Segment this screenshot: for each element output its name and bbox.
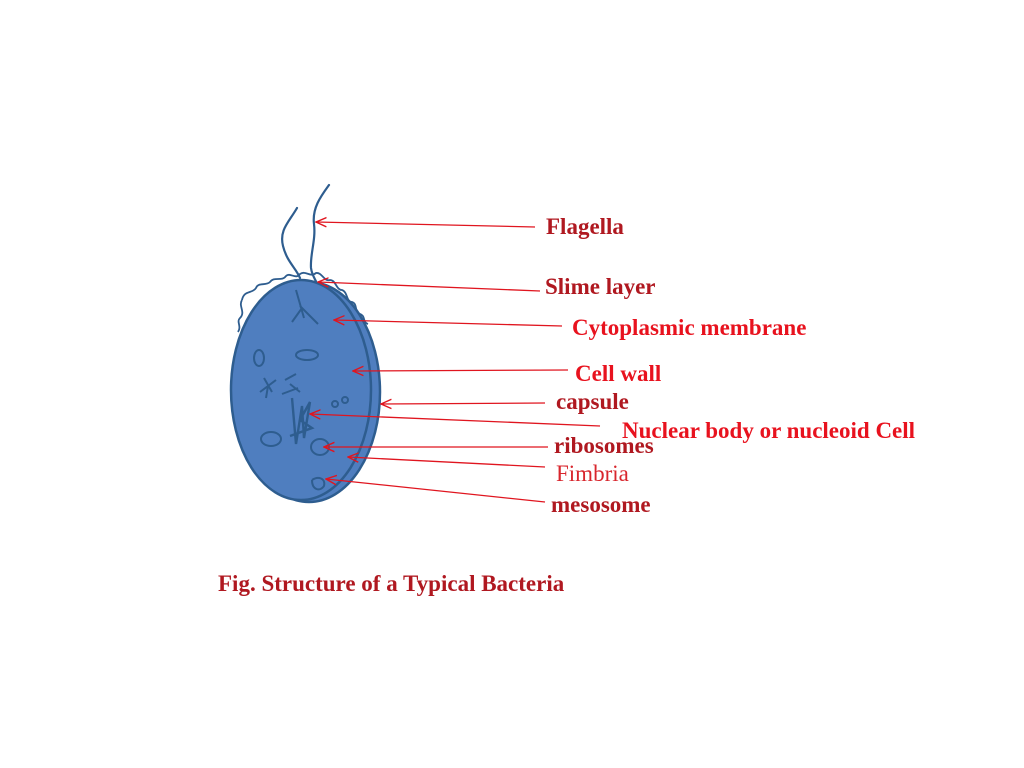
cytoplasm-drawing bbox=[229, 278, 373, 502]
pointer-lines bbox=[310, 222, 601, 503]
pointer-capsule bbox=[381, 403, 546, 404]
nucleoid-drawing bbox=[289, 397, 315, 445]
label-slime-layer: Slime layer bbox=[545, 274, 656, 299]
pointer-fimbria bbox=[348, 457, 546, 468]
label-ribosomes: ribosomes bbox=[554, 433, 654, 458]
pointer-cytoplasmic-membrane bbox=[334, 320, 563, 327]
slime-layer-drawing-left bbox=[237, 299, 244, 333]
pointer-slime-layer bbox=[318, 282, 541, 292]
cell-contents bbox=[253, 289, 349, 491]
flagella-drawing bbox=[281, 183, 331, 288]
pointer-cell-wall bbox=[353, 370, 569, 371]
pointer-nuclear-body bbox=[310, 414, 601, 427]
label-cell-wall: Cell wall bbox=[575, 361, 662, 386]
label-cytoplasmic-membrane: Cytoplasmic membrane bbox=[572, 315, 807, 340]
label-flagella: Flagella bbox=[546, 214, 624, 239]
pointer-mesosome bbox=[326, 479, 546, 503]
pointer-flagella bbox=[316, 222, 536, 228]
label-mesosome: mesosome bbox=[551, 492, 651, 517]
label-fimbria: Fimbria bbox=[556, 461, 629, 486]
label-nuclear-body: Nuclear body or nucleoid Cell bbox=[622, 418, 916, 443]
label-capsule: capsule bbox=[556, 389, 629, 414]
figure-caption: Fig. Structure of a Typical Bacteria bbox=[218, 571, 565, 596]
slime-layer-drawing bbox=[241, 271, 369, 325]
